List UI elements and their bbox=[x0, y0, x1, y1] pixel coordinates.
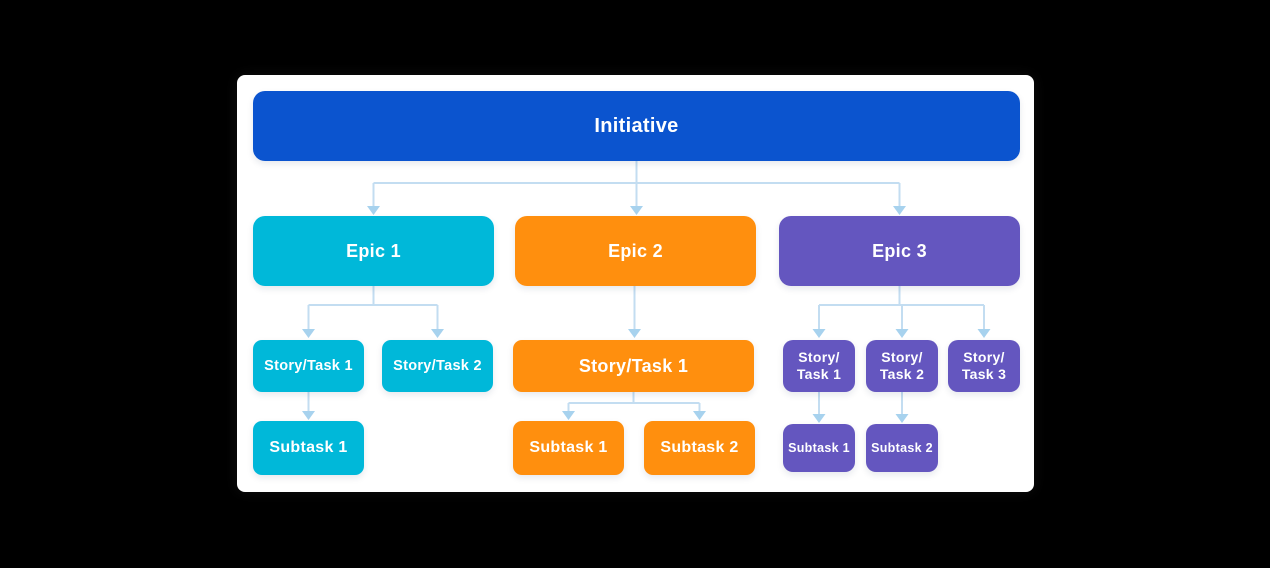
epic3-subtask-2-label: Subtask 2 bbox=[871, 441, 933, 455]
node-epic3-subtask-1: Subtask 1 bbox=[783, 424, 855, 472]
epic2-subtask-2-label: Subtask 2 bbox=[660, 439, 739, 456]
epic1-subtask-1-label: Subtask 1 bbox=[269, 439, 348, 456]
epic3-story-task-3-label: Story/ Task 3 bbox=[961, 348, 1007, 383]
connector-epic1-story-to-subtask bbox=[302, 392, 315, 420]
connector-epic2-story-to-subtasks bbox=[562, 392, 706, 420]
epic-3-label: Epic 3 bbox=[872, 240, 927, 261]
epic-1-label: Epic 1 bbox=[346, 240, 401, 261]
node-epic3-subtask-2: Subtask 2 bbox=[866, 424, 938, 472]
connector-epic1-to-stories bbox=[302, 286, 444, 338]
connector-epic3-stories-to-subtasks bbox=[812, 392, 909, 423]
epic1-story-task-1-label: Story/Task 1 bbox=[264, 358, 353, 374]
epic2-subtask-1-label: Subtask 1 bbox=[529, 439, 608, 456]
node-initiative: Initiative bbox=[253, 91, 1020, 161]
node-epic3-story-task-1: Story/ Task 1 bbox=[783, 340, 855, 392]
node-epic-3: Epic 3 bbox=[779, 216, 1020, 286]
node-epic3-story-task-3: Story/ Task 3 bbox=[948, 340, 1020, 392]
initiative-label: Initiative bbox=[594, 114, 679, 137]
node-epic1-story-task-1: Story/Task 1 bbox=[253, 340, 364, 392]
epic2-story-task-1-label: Story/Task 1 bbox=[578, 355, 689, 376]
epic1-story-task-2-label: Story/Task 2 bbox=[393, 358, 482, 374]
node-epic2-story-task-1: Story/Task 1 bbox=[513, 340, 754, 392]
node-epic-1: Epic 1 bbox=[253, 216, 494, 286]
hierarchy-diagram-card: Initiative Epic 1 Epic 2 Epic 3 Story/Ta… bbox=[237, 75, 1034, 492]
epic3-story-task-1-label: Story/ Task 1 bbox=[796, 348, 842, 383]
epic3-story-task-2-label: Story/ Task 2 bbox=[879, 348, 925, 383]
connector-epic3-to-stories bbox=[812, 286, 991, 338]
node-epic-2: Epic 2 bbox=[515, 216, 756, 286]
node-epic3-story-task-2: Story/ Task 2 bbox=[866, 340, 938, 392]
connector-initiative-to-epics bbox=[367, 161, 906, 215]
connector-epic2-to-story bbox=[628, 286, 641, 338]
epic-2-label: Epic 2 bbox=[608, 240, 663, 261]
node-epic2-subtask-2: Subtask 2 bbox=[644, 421, 755, 475]
node-epic1-story-task-2: Story/Task 2 bbox=[382, 340, 493, 392]
node-epic2-subtask-1: Subtask 1 bbox=[513, 421, 624, 475]
epic3-subtask-1-label: Subtask 1 bbox=[788, 441, 850, 455]
node-epic1-subtask-1: Subtask 1 bbox=[253, 421, 364, 475]
